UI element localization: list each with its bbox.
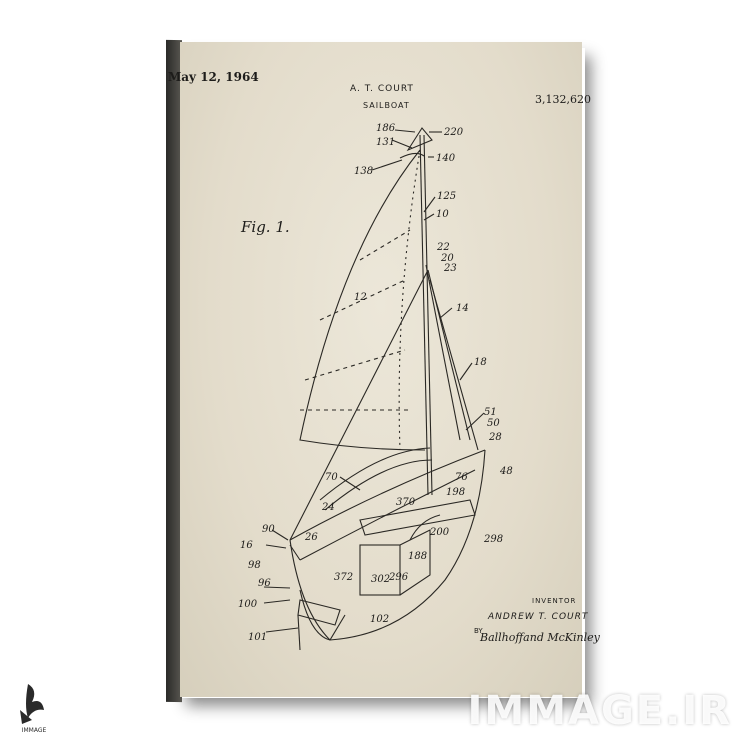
- canvas-print: [180, 42, 582, 697]
- by-label: BY: [474, 627, 483, 635]
- immage-logo: IMMAGE: [20, 684, 47, 734]
- ref-76: 76: [455, 472, 468, 483]
- ref-370: 370: [396, 497, 416, 508]
- ref-23: 23: [443, 263, 457, 274]
- watermark-text: IMMAGE.IR: [467, 688, 732, 734]
- ref-70: 70: [325, 472, 338, 483]
- attorney-signature: Ballhoffand McKinley: [480, 631, 600, 644]
- ref-20: 20: [440, 253, 454, 264]
- ref-302: 302: [371, 574, 390, 585]
- patent-inventor-header: A. T. COURT: [350, 84, 414, 94]
- inventor-full-name: ANDREW T. COURT: [488, 612, 589, 622]
- ref-101: 101: [248, 632, 267, 643]
- ref-296: 296: [388, 572, 409, 583]
- ref-10: 10: [436, 209, 449, 220]
- ref-298: 298: [483, 534, 503, 545]
- ref-26: 26: [304, 532, 318, 543]
- ref-188: 188: [408, 551, 427, 562]
- ref-14: 14: [456, 303, 469, 314]
- ref-102: 102: [370, 614, 389, 625]
- ref-22: 22: [436, 242, 450, 253]
- ref-200: 200: [429, 527, 450, 538]
- ref-28: 28: [488, 432, 502, 443]
- ref-198: 198: [446, 487, 465, 498]
- logo-text: IMMAGE: [22, 727, 47, 734]
- ref-12: 12: [354, 292, 367, 303]
- ref-18: 18: [474, 357, 487, 368]
- ref-98: 98: [248, 560, 261, 571]
- ref-372: 372: [334, 572, 353, 583]
- ref-51: 51: [484, 407, 497, 418]
- ref-131: 131: [376, 137, 395, 148]
- ref-138: 138: [354, 166, 373, 177]
- patent-number: 3,132,620: [535, 93, 591, 106]
- inventor-label: INVENTOR: [532, 597, 577, 605]
- ref-186: 186: [376, 123, 396, 134]
- ref-140: 140: [436, 153, 456, 164]
- ref-90: 90: [262, 524, 275, 535]
- ref-16: 16: [240, 540, 253, 551]
- ref-50: 50: [487, 418, 500, 429]
- ref-125: 125: [437, 191, 456, 202]
- patent-title: SAILBOAT: [363, 101, 410, 110]
- ref-96: 96: [258, 578, 271, 589]
- ref-48: 48: [499, 466, 513, 477]
- figure-label: Fig. 1.: [241, 218, 290, 236]
- ref-24: 24: [321, 502, 335, 513]
- ref-100: 100: [238, 599, 258, 610]
- patent-date: May 12, 1964: [168, 70, 259, 84]
- ref-220: 220: [443, 127, 464, 138]
